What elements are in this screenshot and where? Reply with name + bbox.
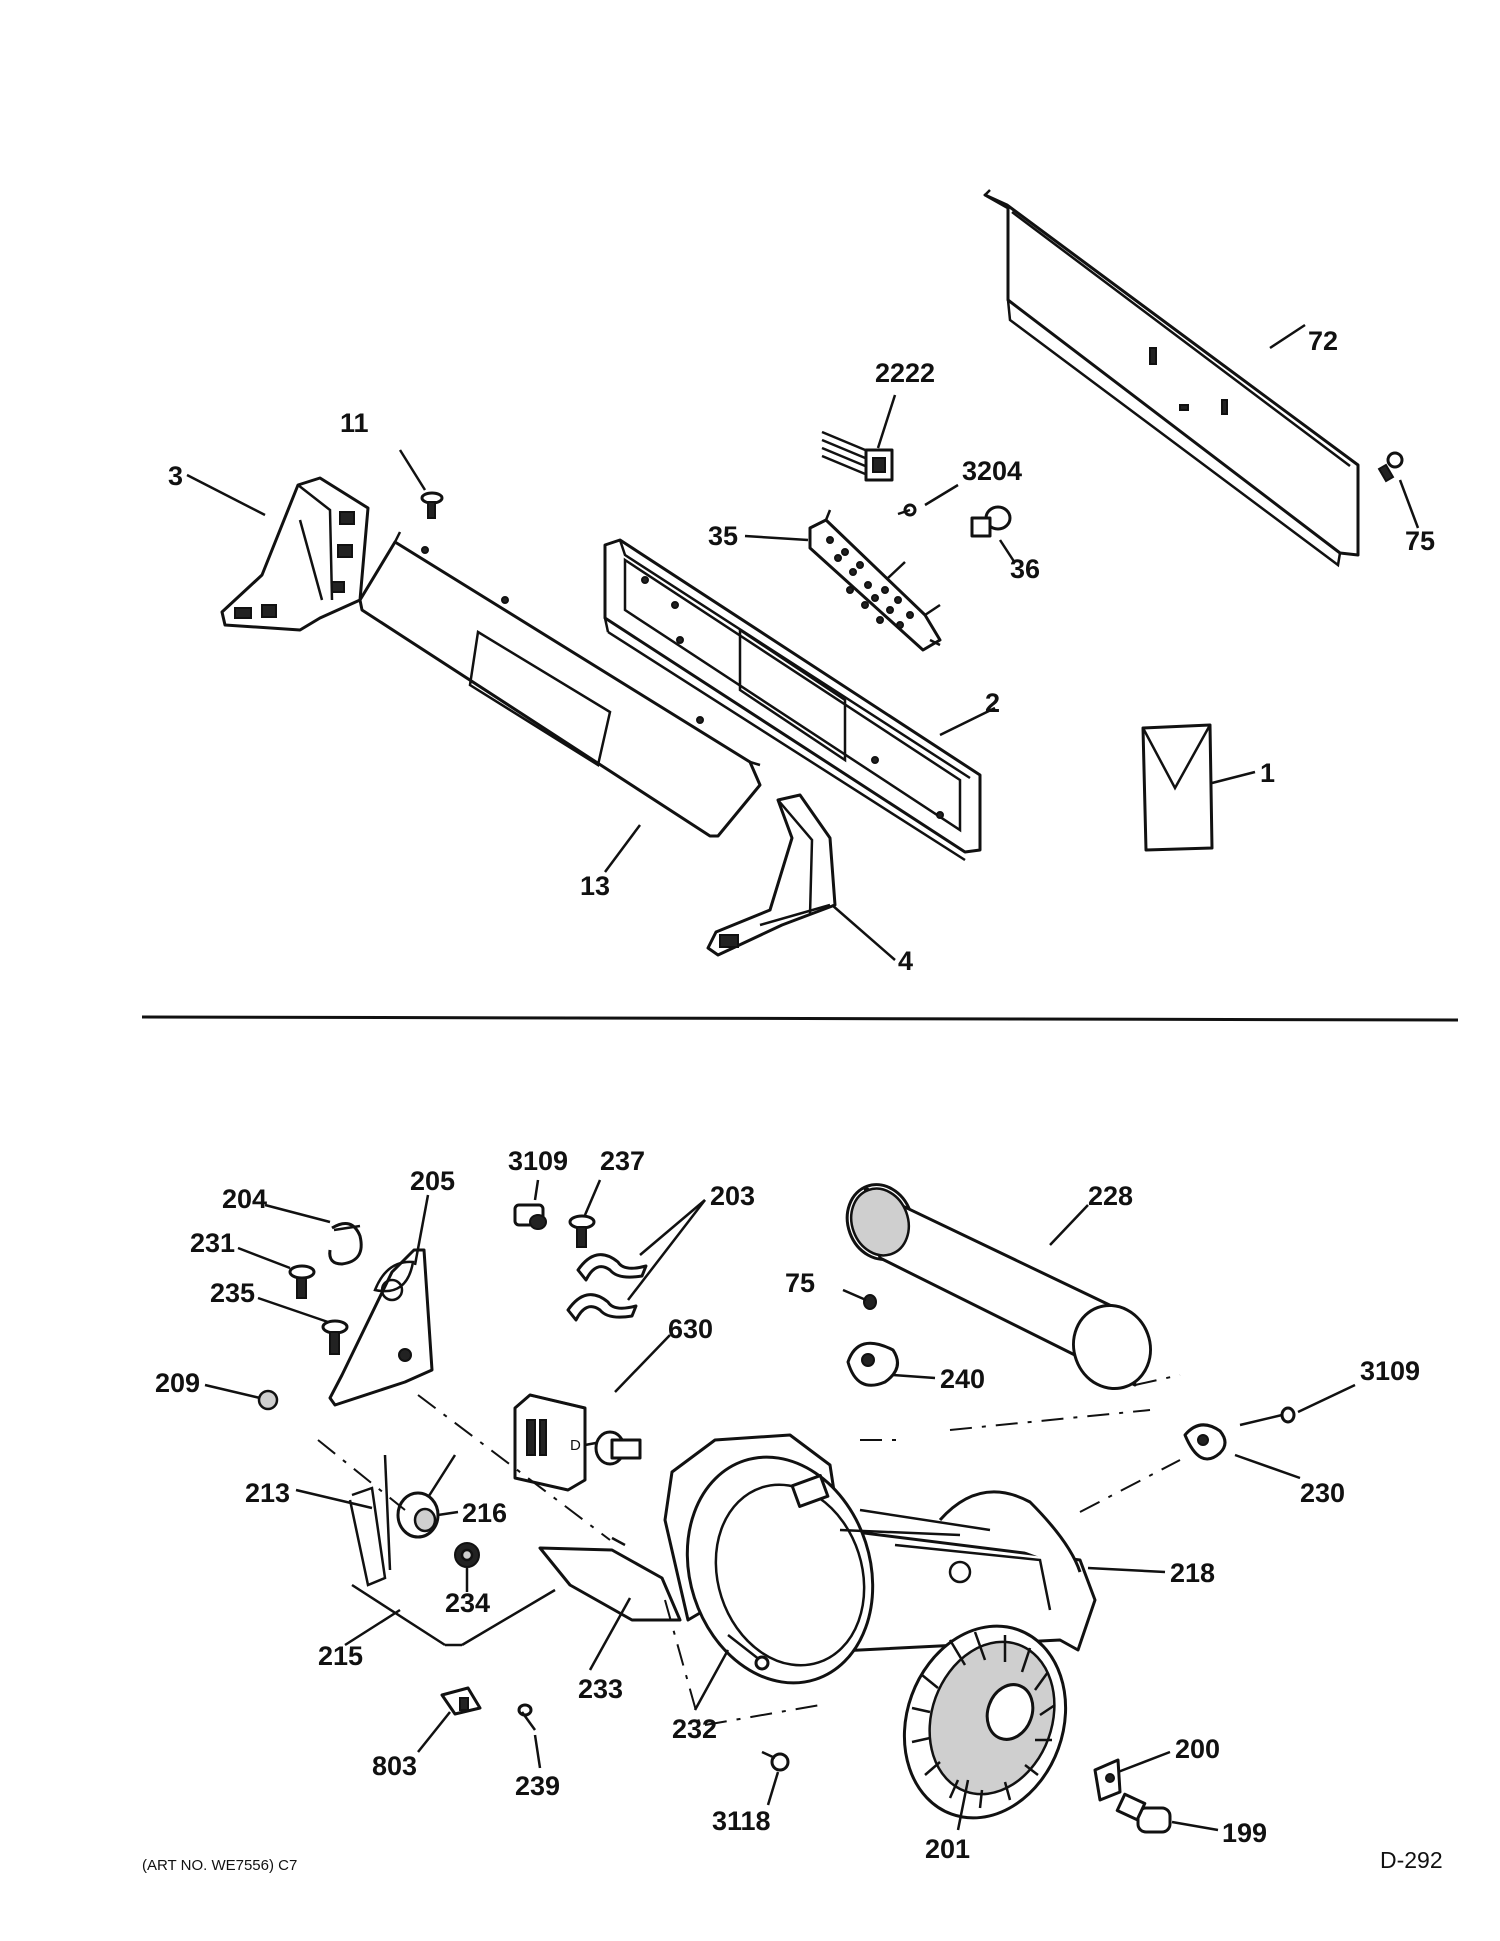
callout-3109-right: 3109 <box>1360 1356 1420 1386</box>
callout-11: 11 <box>340 408 369 438</box>
part-235-screw <box>321 1319 349 1355</box>
part-3-left-end-cap <box>220 476 370 632</box>
callout-218: 218 <box>1170 1558 1215 1588</box>
callout-235: 235 <box>210 1278 255 1308</box>
section-divider <box>141 1015 1459 1022</box>
callout-1: 1 <box>1260 758 1275 788</box>
part-72-rear-panel <box>983 189 1360 568</box>
callout-232: 232 <box>672 1714 717 1744</box>
part-237-screw <box>568 1214 596 1248</box>
part-36-clip <box>970 505 1012 538</box>
callout-230: 230 <box>1300 1478 1345 1508</box>
part-3204-screw <box>897 503 917 517</box>
callout-35: 35 <box>708 521 738 551</box>
part-803-clip <box>440 1686 482 1716</box>
callout-75-top: 75 <box>1405 526 1435 556</box>
part-1-envelope <box>1141 723 1214 852</box>
callout-2: 2 <box>985 688 1000 718</box>
part-35-control-board <box>808 509 942 652</box>
part-3109-switch-right <box>1183 1406 1296 1461</box>
upper-leader-lines <box>186 323 1420 961</box>
part-200-bracket <box>1093 1758 1122 1802</box>
svg-text:D: D <box>570 1437 581 1454</box>
part-218-blower-housing <box>663 1433 1097 1685</box>
part-2222-harness <box>821 430 894 482</box>
part-2-panel-frame <box>603 538 982 862</box>
callout-13: 13 <box>580 871 610 901</box>
callout-215: 215 <box>318 1641 363 1671</box>
diagram-code: D-292 <box>1380 1847 1443 1873</box>
callout-199: 199 <box>1222 1818 1267 1848</box>
callout-75-bottom: 75 <box>785 1268 815 1298</box>
callout-240: 240 <box>940 1364 985 1394</box>
callout-237: 237 <box>600 1146 645 1176</box>
callout-228: 228 <box>1088 1181 1133 1211</box>
callout-201: 201 <box>925 1834 970 1864</box>
part-216-pulley <box>396 1491 440 1539</box>
callout-200: 200 <box>1175 1734 1220 1764</box>
callout-4: 4 <box>898 946 913 976</box>
part-4-right-end-cap <box>706 793 837 957</box>
callout-203: 203 <box>710 1181 755 1211</box>
part-205-bracket <box>328 1248 434 1407</box>
callout-630: 630 <box>668 1314 713 1344</box>
part-228-exhaust-duct <box>845 1183 1181 1391</box>
part-201-blower-wheel <box>902 1624 1068 1820</box>
part-234-nut <box>454 1542 480 1568</box>
callout-3118: 3118 <box>712 1806 771 1836</box>
callout-209: 209 <box>155 1368 200 1398</box>
callout-205: 205 <box>410 1166 455 1196</box>
art-number: (ART NO. WE7556) C7 <box>142 1857 297 1874</box>
part-232-rod <box>727 1634 770 1671</box>
lower-leader-lines <box>204 1179 1356 1832</box>
part-231-screw <box>288 1264 316 1299</box>
part-13-front-panel <box>358 531 762 838</box>
callout-233: 233 <box>578 1674 623 1704</box>
part-233-base-plate <box>538 1536 682 1622</box>
callout-216: 216 <box>462 1498 507 1528</box>
part-199-bolt <box>1115 1792 1172 1834</box>
part-75-lower-screw <box>863 1294 877 1310</box>
part-75-screw <box>1377 451 1404 483</box>
part-3118-screw <box>761 1750 790 1772</box>
callout-204: 204 <box>222 1184 267 1214</box>
callout-803: 803 <box>372 1751 417 1781</box>
part-203-clamps <box>566 1253 648 1322</box>
callout-234: 234 <box>445 1588 490 1618</box>
callout-239: 239 <box>515 1771 560 1801</box>
part-3109-switch-left <box>513 1203 547 1230</box>
callout-36: 36 <box>1010 554 1040 584</box>
part-630-timer: D <box>513 1393 642 1492</box>
part-240-thermostat <box>846 1341 899 1387</box>
assembly-dashed-lines <box>317 1394 1181 1726</box>
callout-2222: 2222 <box>875 358 935 388</box>
callout-labels: 72 2222 11 3 3204 35 36 75 2 1 13 4 3109… <box>155 326 1435 1864</box>
part-209-nut <box>257 1389 279 1411</box>
callout-3: 3 <box>168 461 183 491</box>
callout-72: 72 <box>1308 326 1338 356</box>
part-239-screw <box>517 1703 537 1731</box>
callout-3204: 3204 <box>962 456 1022 486</box>
part-11-screw <box>420 491 444 519</box>
callout-213: 213 <box>245 1478 290 1508</box>
callout-231: 231 <box>190 1228 235 1258</box>
part-204-clip <box>328 1222 363 1266</box>
callout-3109-left: 3109 <box>508 1146 568 1176</box>
